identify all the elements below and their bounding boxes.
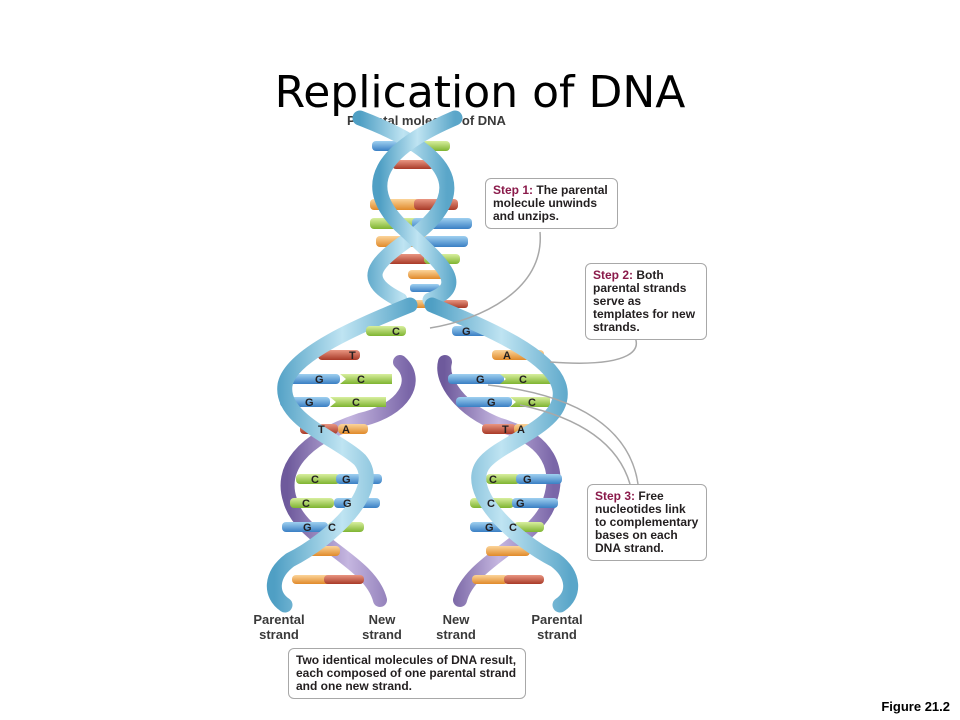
base-letter: T — [349, 350, 356, 362]
base-letter: G — [523, 474, 532, 486]
base-letter: C — [487, 498, 495, 510]
base-letter: C — [352, 397, 360, 409]
step2-label: Step 2: — [593, 268, 634, 282]
parental-double-helix — [352, 110, 472, 308]
base-letter: C — [509, 522, 517, 534]
base-letter: C — [357, 374, 365, 386]
base-letter: C — [519, 374, 527, 386]
step2-text: Both parental strands serve as templates… — [593, 268, 696, 334]
result-callout: Two identical molecules of DNA result, e… — [288, 648, 526, 699]
parental-strand-label-left: Parental strand — [253, 612, 305, 642]
figure-label: Figure 21.2 — [881, 699, 950, 714]
base-letter: A — [517, 424, 525, 436]
base-letter: A — [342, 424, 350, 436]
step3-callout: Step 3: Free nucleotides link to complem… — [587, 484, 707, 561]
base-letter: G — [487, 397, 496, 409]
base-letter: A — [503, 350, 511, 362]
right-daughter-helix — [424, 297, 579, 613]
parental-strand-label-right: Parental strand — [531, 612, 583, 642]
base-letter: G — [305, 397, 314, 409]
step2-callout: Step 2: Both parental strands serve as t… — [585, 263, 707, 340]
base-letter: G — [516, 498, 525, 510]
base-letter: C — [489, 474, 497, 486]
step1-leader — [429, 231, 541, 329]
base-letter: G — [315, 374, 324, 386]
base-letter: G — [462, 326, 471, 338]
step1-text: The parental molecule unwinds and unzips… — [493, 183, 608, 223]
slide-title: Replication of DNA — [274, 67, 686, 119]
base-letter: G — [485, 522, 494, 534]
base-letter: C — [302, 498, 310, 510]
base-letter: C — [528, 397, 536, 409]
step1-label: Step 1: — [493, 183, 534, 197]
new-strand-label-left: New strand — [362, 612, 402, 642]
base-letter: G — [476, 374, 485, 386]
left-daughter-helix — [266, 297, 418, 613]
base-letter: G — [343, 498, 352, 510]
step3-leader-a — [487, 384, 639, 485]
step3-leader-b — [519, 404, 631, 485]
base-letter: T — [318, 424, 325, 436]
base-letter: C — [392, 326, 400, 338]
base-letter: T — [502, 424, 509, 436]
step3-text: Free nucleotides link to complementary b… — [595, 489, 699, 555]
new-strand-label-right: New strand — [436, 612, 476, 642]
fork-base-left — [366, 326, 406, 336]
base-letter: C — [328, 522, 336, 534]
step3-label: Step 3: — [595, 489, 636, 503]
base-letter: C — [311, 474, 319, 486]
step1-callout: Step 1: The parental molecule unwinds an… — [485, 178, 618, 229]
base-letter: G — [303, 522, 312, 534]
base-letter: G — [342, 474, 351, 486]
base-letters: C G T G C G C T A C G C G G C A G C G C … — [302, 326, 536, 534]
